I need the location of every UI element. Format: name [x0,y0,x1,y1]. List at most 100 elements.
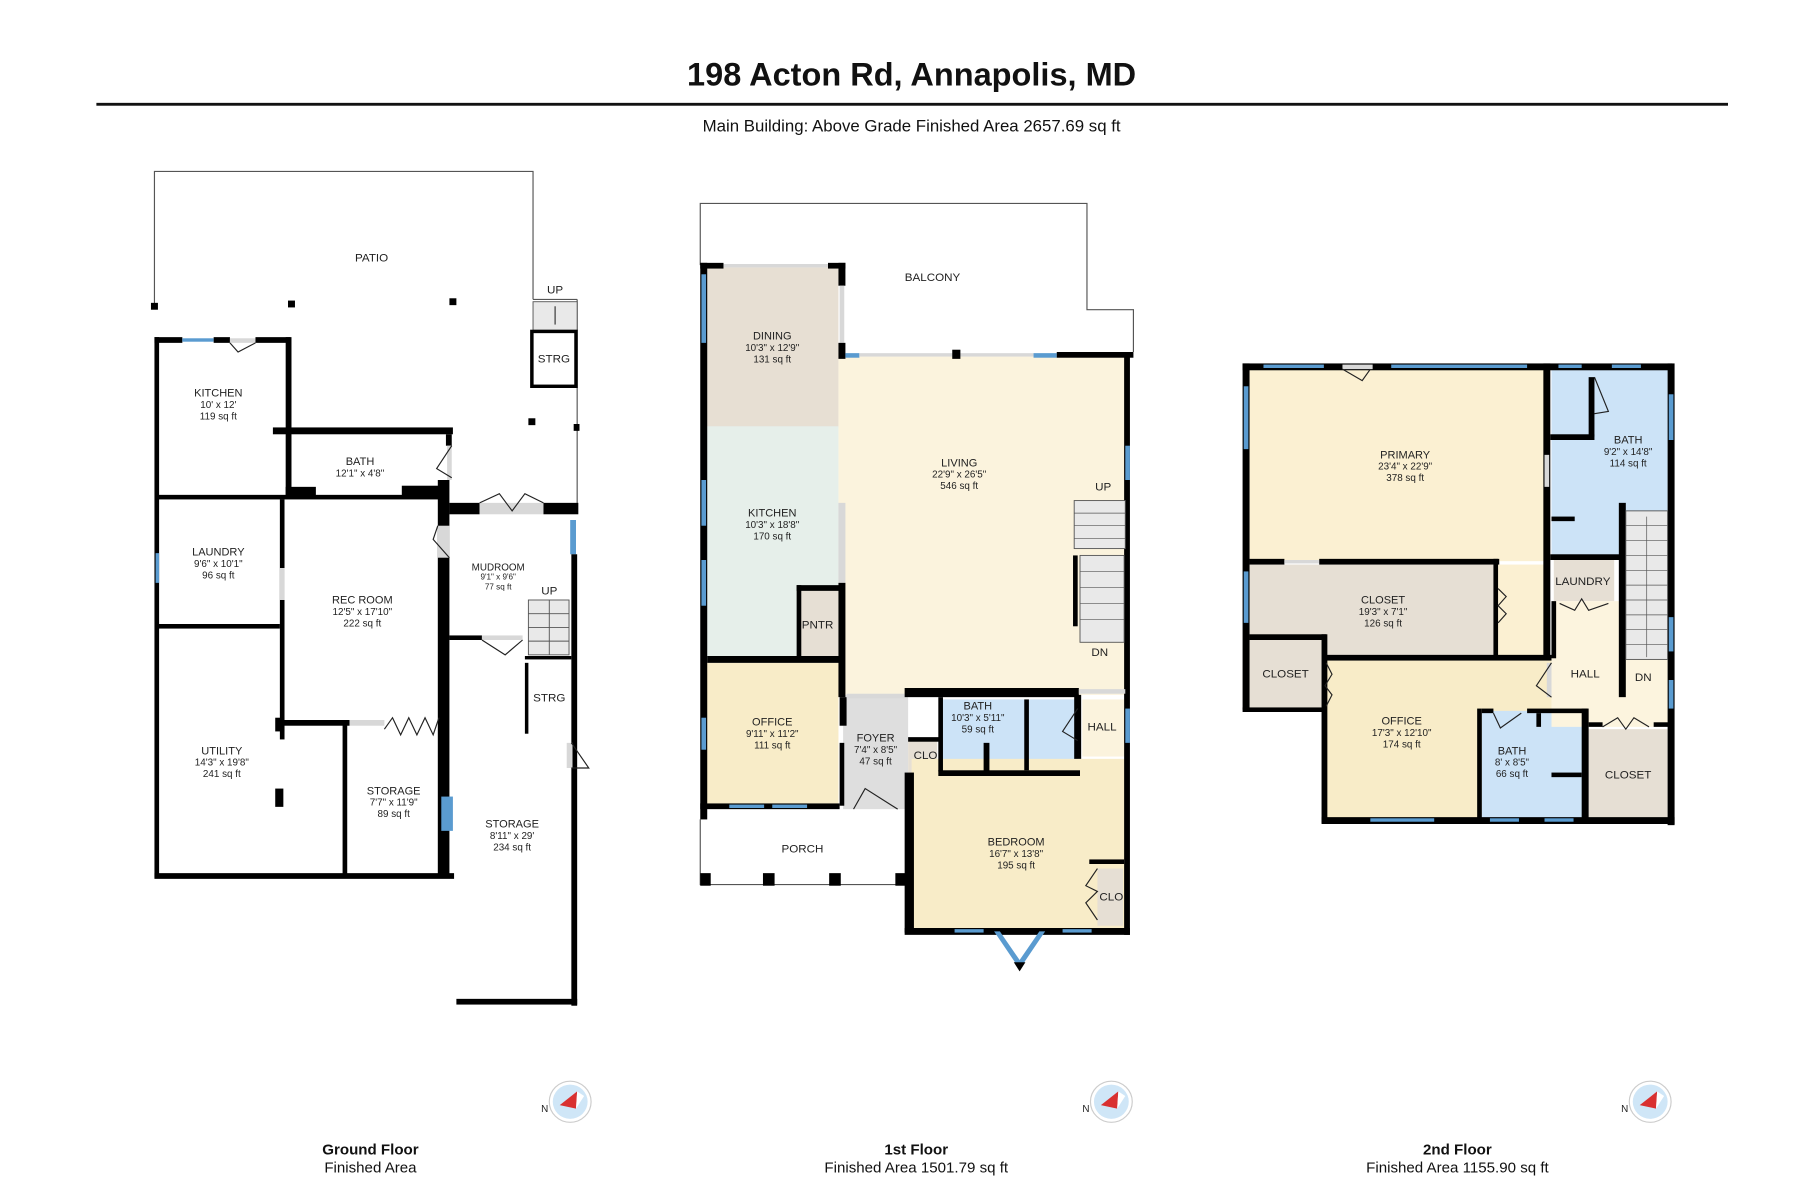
svg-text:9'1" x 9'6": 9'1" x 9'6" [480,572,516,581]
svg-text:114 sq ft: 114 sq ft [1610,458,1647,469]
strg-label: STRG [533,693,565,705]
balcony-outline [699,202,1134,352]
room-mudroom[interactable]: MUDROOM 9'1" x 9'6" 77 sq ft [472,562,525,591]
svg-text:9'11" x 11'2": 9'11" x 11'2" [746,729,799,740]
header-divider [96,102,1729,106]
stairs-first[interactable] [1073,500,1126,643]
room-laundry-ground[interactable]: LAUNDRY 9'6" x 10'1" 96 sq ft [192,547,245,582]
hall-label: HALL [1571,669,1601,681]
svg-text:195 sq ft: 195 sq ft [997,861,1035,872]
strg-label: STRG [538,353,570,365]
svg-text:66 sq ft: 66 sq ft [1496,769,1529,780]
svg-text:174 sq ft: 174 sq ft [1383,739,1421,750]
floor-area: Finished Area [324,1160,417,1177]
walls-first [700,262,1134,972]
storage-closet [530,329,578,388]
svg-text:378 sq ft: 378 sq ft [1386,473,1424,484]
svg-text:LIVING: LIVING [941,457,977,469]
svg-text:241 sq ft: 241 sq ft [203,769,241,780]
svg-text:14'3" x 19'8": 14'3" x 19'8" [195,758,250,769]
svg-text:222 sq ft: 222 sq ft [343,618,381,629]
floor-name: 1st Floor [884,1141,948,1158]
closet-a[interactable] [1249,637,1326,710]
room-office-first[interactable] [704,662,839,804]
svg-text:N: N [1621,1104,1628,1115]
svg-text:8'11" x 29': 8'11" x 29' [490,831,534,842]
room-hall-first[interactable] [1082,699,1126,757]
walls-second [1242,363,1675,826]
svg-text:10'3" x 5'11": 10'3" x 5'11" [951,713,1005,724]
walls-ground [154,337,590,1006]
svg-text:23'4" x 22'9": 23'4" x 22'9" [1378,462,1433,473]
page-subtitle: Main Building: Above Grade Finished Area… [703,117,1121,136]
svg-text:16'7" x 13'8": 16'7" x 13'8" [989,849,1044,860]
compass-second: N [1621,1080,1672,1123]
svg-text:10'3" x 12'9": 10'3" x 12'9" [745,343,800,354]
svg-text:119 sq ft: 119 sq ft [200,411,237,422]
svg-text:12'1" x 4'8": 12'1" x 4'8" [336,469,385,480]
svg-text:BATH: BATH [1614,435,1643,447]
stairs-second[interactable] [1625,510,1669,660]
compass-ground: N [541,1080,592,1123]
room-rec-room[interactable]: REC ROOM 12'5" x 17'10" 222 sq ft [332,595,393,630]
closet-bedroom[interactable] [1097,868,1123,926]
room-dining[interactable] [704,267,839,428]
closet-label: CLOSET [1262,669,1308,681]
patio-label: PATIO [355,253,388,265]
stairs-down-label: DN [1091,647,1108,659]
svg-text:111 sq ft: 111 sq ft [754,741,791,752]
svg-text:47 sq ft: 47 sq ft [859,757,892,768]
room-kitchen-ground[interactable]: KITCHEN 10' x 12' 119 sq ft [156,339,288,498]
closet-b[interactable] [1588,729,1668,819]
room-bedroom[interactable] [911,758,1127,931]
svg-text:9'6" x 10'1": 9'6" x 10'1" [194,559,243,570]
room-bath-ground[interactable]: BATH 12'1" x 4'8" [336,456,385,479]
svg-text:17'3" x 12'10": 17'3" x 12'10" [1372,728,1432,739]
patio-outline [153,170,534,307]
closet-label: CLOSET [1605,769,1651,781]
svg-text:CLOSET: CLOSET [1361,595,1405,607]
closet-label: CLO [914,750,938,762]
page-title: 198 Acton Rd, Annapolis, MD [687,57,1136,93]
room-storage-small[interactable]: STORAGE 7'7" x 11'9" 89 sq ft [367,785,421,820]
svg-text:DINING: DINING [753,331,792,343]
svg-text:KITCHEN: KITCHEN [194,388,242,400]
floor-area: Finished Area 1155.90 sq ft [1366,1160,1549,1177]
svg-text:UTILITY: UTILITY [201,745,243,757]
floor-name: Ground Floor [322,1141,419,1158]
svg-text:170 sq ft: 170 sq ft [753,531,791,542]
laundry-label: LAUNDRY [1555,576,1611,588]
floor-area: Finished Area 1501.79 sq ft [824,1160,1009,1177]
room-bath-first[interactable] [940,699,1078,771]
room-foyer[interactable] [843,694,909,810]
balcony-label: BALCONY [905,272,961,284]
svg-text:7'4" x 8'5": 7'4" x 8'5" [854,745,898,756]
svg-text:STORAGE: STORAGE [367,785,421,797]
closet-label: CLO [1099,892,1123,904]
room-primary[interactable] [1249,369,1547,562]
room-laundry-second[interactable] [1553,560,1615,602]
second-floor-plan: PRIMARY 23'4" x 22'9" 378 sq ft BATH 9'2… [1242,363,1675,1177]
room-utility[interactable]: UTILITY 14'3" x 19'8" 241 sq ft [195,745,284,807]
svg-text:9'2" x 14'8": 9'2" x 14'8" [1604,447,1653,458]
svg-text:PRIMARY: PRIMARY [1380,449,1431,461]
svg-text:MUDROOM: MUDROOM [472,562,525,573]
room-pantry[interactable] [796,589,839,659]
ground-floor-plan: PATIO UP STRG KITCHEN 10' x 12' 119 sq f… [150,170,592,1177]
room-bath-second[interactable] [1481,710,1584,819]
patio-post [573,424,580,431]
svg-text:96 sq ft: 96 sq ft [202,570,235,581]
svg-text:59 sq ft: 59 sq ft [962,725,995,736]
patio-post [449,298,457,306]
svg-text:OFFICE: OFFICE [752,717,792,729]
svg-text:77 sq ft: 77 sq ft [485,583,512,592]
pantry-label: PNTR [802,620,834,632]
svg-text:N: N [541,1104,548,1115]
room-storage-large[interactable]: STORAGE 8'11" x 29' 234 sq ft [485,819,539,854]
stairs-up-label: UP [541,585,557,597]
svg-text:STORAGE: STORAGE [485,819,539,831]
svg-text:OFFICE: OFFICE [1381,716,1421,728]
svg-text:8' x 8'5": 8' x 8'5" [1495,758,1530,769]
first-floor-plan: BALCONY [699,202,1134,1177]
